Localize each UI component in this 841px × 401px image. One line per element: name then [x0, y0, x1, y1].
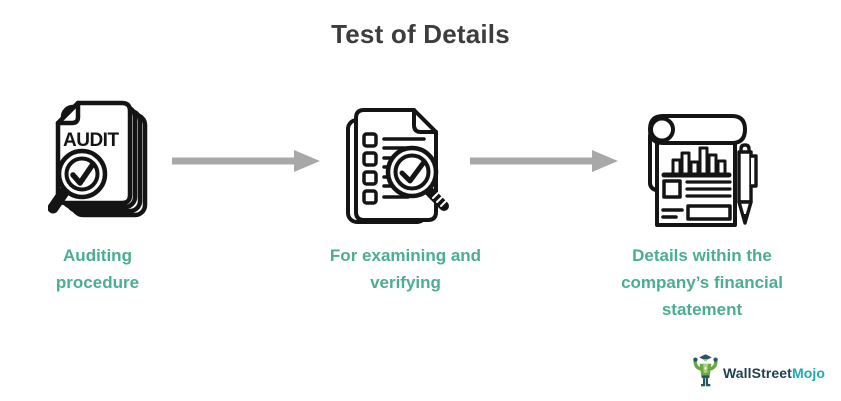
step-label-auditing-procedure: Auditing procedure [55, 246, 140, 293]
flow-arrow-right-icon [168, 146, 324, 181]
page-title: Test of Details [331, 19, 510, 49]
brand-name: WallStreetMojo [723, 365, 825, 381]
audit-document-magnifier-icon: AUDIT [48, 98, 160, 226]
financial-statement-pen-icon [644, 110, 760, 230]
step-label-financial-statement: Details within the company’s financial s… [621, 246, 783, 320]
brand-name-primary: WallStreet [723, 364, 792, 381]
brand-name-accent: Mojo [791, 364, 826, 381]
step-label-examining-verifying: For examining and verifying [329, 246, 482, 293]
audit-icon-text: AUDIT [63, 130, 119, 151]
wallstreetmojo-logo: WallStreetMojo [692, 351, 825, 394]
wallstreetmojo-mascot-icon [692, 351, 719, 394]
checklist-magnifier-icon [344, 108, 454, 228]
flow-arrow-right-icon [466, 146, 622, 181]
